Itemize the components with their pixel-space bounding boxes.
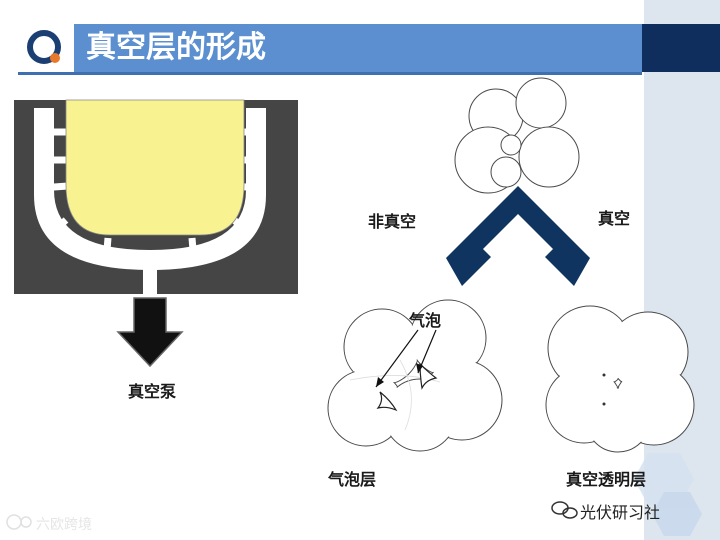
wechat-icon	[551, 501, 578, 519]
header-dark-block	[642, 24, 720, 72]
crucible-mold-diagram	[14, 99, 298, 368]
label-vacuum: 真空	[598, 209, 631, 228]
pump-down-arrow	[116, 297, 184, 368]
label-bubble-layer: 气泡层	[328, 470, 377, 489]
header-bar	[18, 24, 642, 72]
bubble-2	[419, 362, 438, 390]
vacuum-transparent-cluster	[545, 305, 695, 453]
watermark-logo-icon	[6, 514, 32, 530]
crucible-yellow	[65, 99, 245, 236]
watermark-left: 六欧跨境	[36, 517, 92, 533]
pump-outlet	[143, 262, 157, 294]
label-vacuum-transparent-layer: 真空透明层	[566, 470, 647, 489]
header-underline	[18, 72, 642, 75]
split-arrow	[446, 186, 590, 286]
logo	[18, 24, 74, 72]
label-bubble: 气泡	[409, 311, 442, 330]
bubble-layer-cluster	[327, 299, 503, 452]
bubble-1	[376, 391, 398, 412]
split-arrow-center	[494, 252, 542, 300]
label-vacuum-pump: 真空泵	[128, 382, 177, 401]
page-title: 真空层的形成	[86, 30, 266, 65]
hexagon-decor	[634, 453, 702, 536]
logo-icon	[27, 30, 61, 64]
powder-particles	[454, 77, 580, 194]
right-decor-strip	[644, 0, 720, 540]
watermark-right: 光伏研习社	[580, 503, 661, 522]
label-non-vacuum: 非真空	[368, 212, 417, 231]
